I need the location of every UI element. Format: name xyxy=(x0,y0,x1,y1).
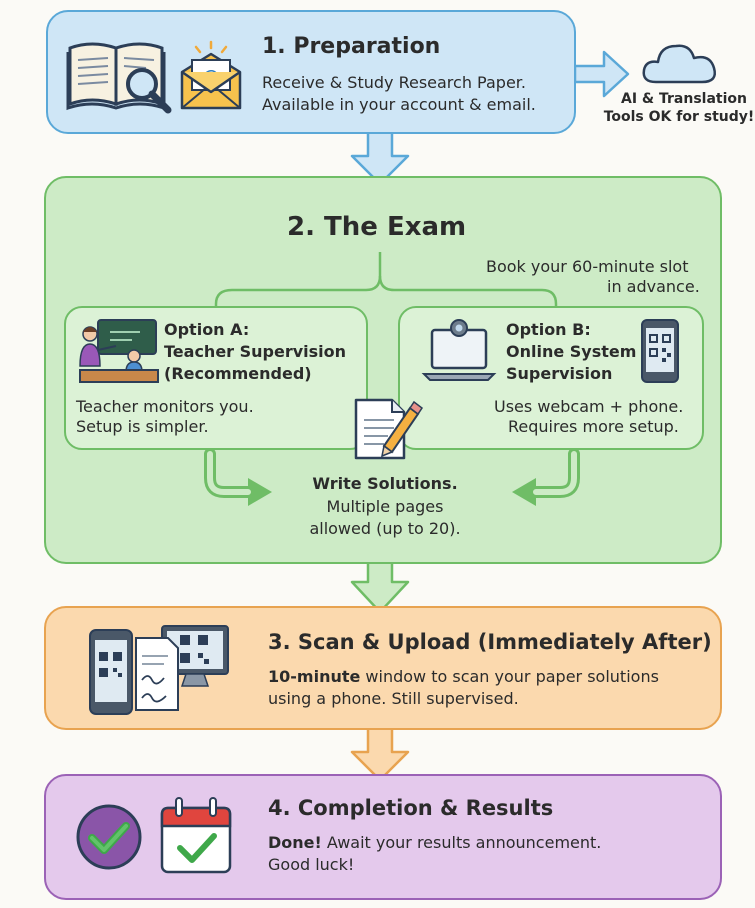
document-pencil-icon xyxy=(354,398,424,460)
calendar-check-icon xyxy=(160,797,232,874)
webcam-laptop-icon xyxy=(421,319,497,381)
step3-title: 3. Scan & Upload (Immediately After) xyxy=(268,630,712,654)
step1-line2: Available in your account & email. xyxy=(262,95,536,114)
step3-line1-rest: window to scan your paper solutions xyxy=(360,667,659,686)
teacher-supervision-icon xyxy=(79,319,159,383)
option-a-title-line1: Option A: xyxy=(164,320,250,339)
email-envelope-icon: @ xyxy=(180,40,242,110)
cloud-icon xyxy=(642,44,716,84)
step3-line2: using a phone. Still supervised. xyxy=(268,689,519,708)
option-b-desc-line2: Requires more setup. xyxy=(508,417,679,436)
write-solutions-title: Write Solutions. xyxy=(312,474,458,493)
booking-line2: in advance. xyxy=(607,277,700,296)
step4-line1-rest: Await your results announcement. xyxy=(321,833,602,852)
option-a-desc-line1: Teacher monitors you. xyxy=(76,397,254,416)
step4-line2: Good luck! xyxy=(268,855,355,874)
booking-line1: Book your 60-minute slot xyxy=(486,257,689,276)
cloud-note-line1: AI & Translation xyxy=(621,91,747,107)
option-b-desc-line1: Uses webcam + phone. xyxy=(494,397,684,416)
arrow-step1-to-cloud xyxy=(573,50,630,98)
step4-bold-lead: Done! xyxy=(268,833,322,852)
option-a-desc-line2: Setup is simpler. xyxy=(76,417,209,436)
step2-title: 2. The Exam xyxy=(287,212,467,242)
option-a-title-line3: (Recommended) xyxy=(164,364,312,383)
arrow-step3-to-step4 xyxy=(350,726,410,782)
write-solutions-line3: allowed (up to 20). xyxy=(309,519,461,538)
option-b-title-line1: Option B: xyxy=(506,320,591,339)
scan-upload-devices-icon xyxy=(89,625,229,715)
option-b-title-line2: Online System xyxy=(506,342,637,361)
step4-box xyxy=(44,774,722,900)
cloud-note-line2: Tools OK for study! xyxy=(603,109,755,125)
step3-bold-lead: 10-minute xyxy=(268,667,361,686)
arrow-step1-to-step2 xyxy=(350,130,410,186)
checkmark-circle-icon xyxy=(76,804,142,870)
option-a-title-line2: Teacher Supervision xyxy=(164,342,347,361)
step1-line1: Receive & Study Research Paper. xyxy=(262,73,526,92)
step4-title: 4. Completion & Results xyxy=(268,796,554,820)
open-book-icon xyxy=(66,42,172,114)
option-b-title-line3: Supervision xyxy=(506,364,613,383)
step4-line1: Done! Await your results announcement. xyxy=(268,832,601,854)
write-solutions-line2: Multiple pages xyxy=(326,497,444,516)
step3-line1: 10-minute window to scan your paper solu… xyxy=(268,666,659,688)
phone-qr-icon xyxy=(641,319,679,383)
step1-title: 1. Preparation xyxy=(262,34,441,59)
